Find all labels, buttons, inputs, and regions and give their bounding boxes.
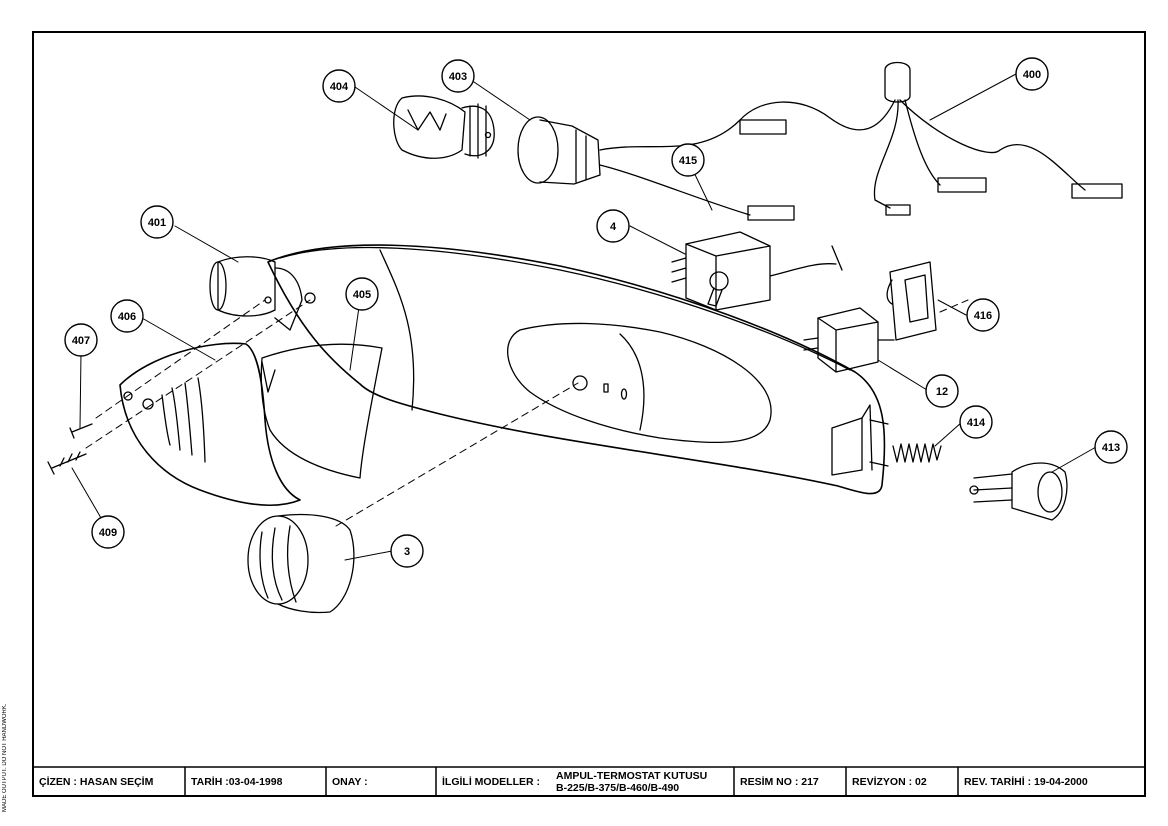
callout-414: 414	[959, 405, 993, 439]
rocker-switch	[803, 307, 895, 373]
revision: REVİZYON : 02	[852, 775, 927, 788]
mounting-clip	[886, 261, 937, 341]
svg-text:416: 416	[974, 310, 992, 322]
callout-bubbles: 400 401 403 404 405 406 407 409 413 414 …	[64, 57, 1128, 568]
side-note: MADE OUTPUT. DO NOT HANDWORK.	[2, 703, 8, 812]
lamp-bulb	[393, 95, 495, 159]
svg-text:405: 405	[353, 289, 371, 301]
part-name: AMPUL-TERMOSTAT KUTUSU	[556, 770, 707, 782]
reflector	[260, 343, 383, 479]
control-knob	[247, 513, 355, 614]
drawing-date: TARİH :03-04-1998	[191, 775, 283, 788]
svg-text:403: 403	[449, 71, 467, 83]
callout-409: 409	[91, 515, 125, 549]
callout-415: 415	[671, 143, 705, 177]
lamp-holder	[517, 99, 896, 221]
svg-text:409: 409	[99, 527, 117, 539]
assembly-lines	[85, 299, 969, 527]
callout-405: 405	[345, 277, 379, 311]
plug-end	[969, 462, 1068, 521]
callout-413: 413	[1094, 430, 1128, 464]
callout-400: 400	[1015, 57, 1049, 91]
svg-text:4: 4	[610, 221, 617, 233]
callout-407: 407	[64, 323, 98, 357]
drawing-number: RESİM NO : 217	[740, 775, 819, 788]
model-list: B-225/B-375/B-460/B-490	[556, 782, 679, 794]
svg-text:413: 413	[1102, 442, 1120, 454]
svg-text:400: 400	[1023, 69, 1041, 81]
related-models-label: İLGİLİ MODELLER :	[442, 775, 540, 788]
svg-text:414: 414	[967, 417, 986, 429]
screw-407	[69, 423, 93, 439]
revision-date: REV. TARİHİ : 19-04-2000	[964, 775, 1088, 788]
screw-409	[47, 451, 87, 475]
thermostat	[671, 231, 843, 311]
leader-lines	[71, 73, 1097, 561]
front-cover	[119, 342, 301, 506]
spring	[892, 443, 942, 463]
callout-403: 403	[441, 59, 475, 93]
drawn-by: ÇİZEN : HASAN SEÇİM	[39, 775, 154, 788]
svg-text:12: 12	[936, 386, 948, 398]
callout-416: 416	[966, 298, 1000, 332]
callout-406: 406	[110, 299, 144, 333]
approval: ONAY :	[332, 776, 368, 788]
callout-4: 4	[596, 209, 630, 243]
wire-harness	[873, 61, 1123, 216]
svg-text:3: 3	[404, 546, 410, 558]
title-block: ÇİZEN : HASAN SEÇİM TARİH :03-04-1998 ON…	[32, 766, 1146, 797]
callout-12: 12	[925, 374, 959, 408]
svg-text:404: 404	[330, 81, 349, 93]
callout-404: 404	[322, 69, 356, 103]
svg-text:415: 415	[679, 155, 697, 167]
housing-body	[267, 244, 889, 495]
svg-text:401: 401	[148, 217, 166, 229]
svg-text:406: 406	[118, 311, 136, 323]
svg-text:407: 407	[72, 335, 90, 347]
callout-3: 3	[390, 534, 424, 568]
callout-401: 401	[140, 205, 174, 239]
